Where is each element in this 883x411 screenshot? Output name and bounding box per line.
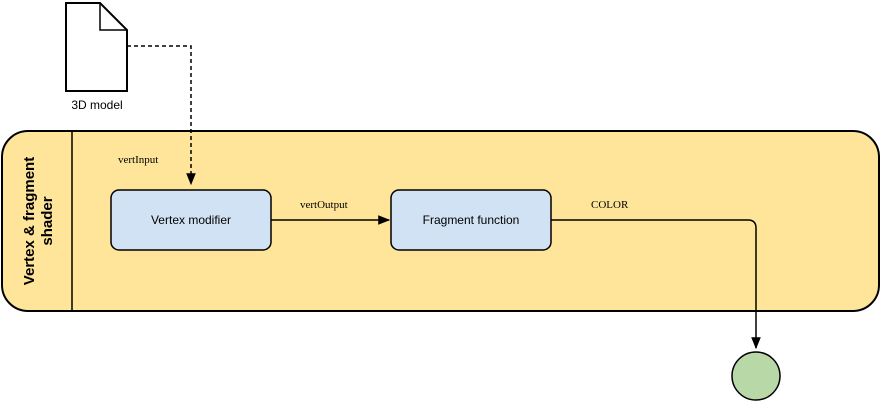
pool-title-line-1: Vertex & fragment: [21, 157, 38, 285]
file-label: 3D model: [71, 98, 122, 112]
vert-output-label: vertOutput: [300, 199, 348, 211]
fragment-function-label: Fragment function: [423, 213, 520, 227]
end-node: [731, 351, 781, 401]
vert-input-label: vertInput: [118, 154, 158, 166]
vertex-modifier-label: Vertex modifier: [151, 213, 231, 227]
pool-title-line-2: shader: [39, 196, 56, 245]
color-label: COLOR: [591, 199, 629, 211]
color-edge: [551, 219, 761, 350]
file-icon: [65, 2, 128, 92]
vert-input-edge: [127, 45, 196, 186]
